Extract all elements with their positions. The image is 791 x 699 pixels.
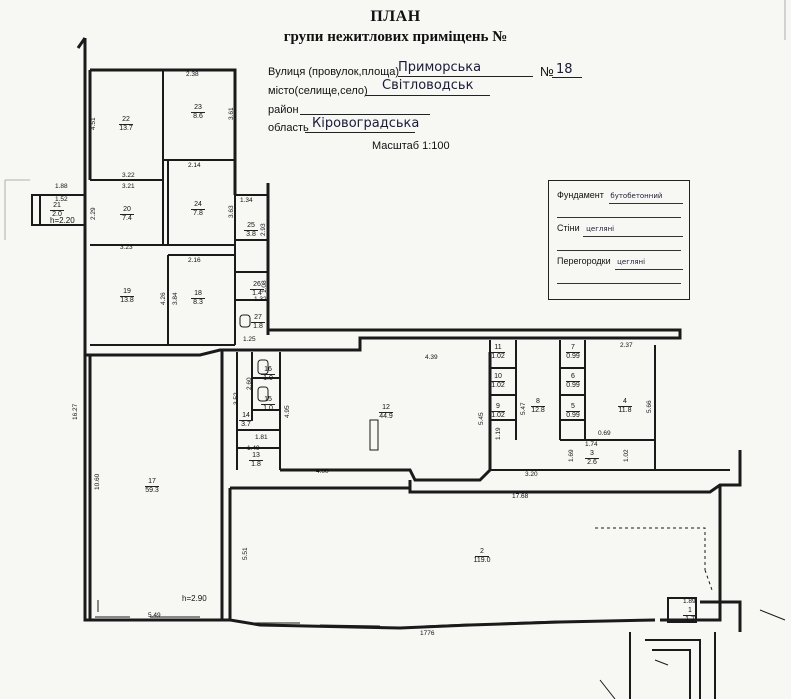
dimension-label: 2.14	[188, 162, 201, 169]
dimension-label: 5.66	[646, 400, 653, 413]
dimension-label: 5.51	[242, 547, 249, 560]
dimension-label: 1.02	[623, 449, 630, 462]
dimension-label: 1.49	[247, 445, 260, 452]
dimension-label: 1.88	[55, 183, 68, 190]
dimension-label: 2.38	[186, 71, 199, 78]
district-label: район	[268, 104, 299, 116]
dimension-label: 1.89	[683, 598, 696, 605]
dimension-label: 10.60	[94, 473, 101, 490]
dimension-label: 0.69	[598, 430, 611, 437]
dimension-label: 3.23	[120, 244, 133, 251]
dimension-label: 3.52	[233, 392, 240, 405]
street-value: Приморська	[398, 60, 482, 75]
partitions-label: Перегородки	[557, 256, 611, 266]
city-value: Світловодськ	[382, 78, 474, 93]
dimension-label: 5.49	[148, 612, 161, 619]
region-label: область	[268, 122, 309, 134]
dimension-label: 3.63	[228, 205, 235, 218]
ceiling-height-annex: h=2.20	[50, 216, 75, 225]
dimension-label: 5.45	[478, 412, 485, 425]
region-value: Кіровоградська	[312, 116, 420, 131]
dimension-label: 3.21	[122, 183, 135, 190]
dimension-label: 1776	[420, 630, 435, 637]
dimension-label: 1.69	[568, 449, 575, 462]
scale-label: Масштаб 1:100	[372, 140, 450, 152]
foundation-label: Фундамент	[557, 190, 604, 200]
street-label: Вулиця (провулок,площа)	[268, 66, 400, 78]
dimension-label: 2.16	[188, 257, 201, 264]
plan-subtitle: групи нежитлових приміщень №	[283, 29, 508, 45]
dimension-label: 16.27	[72, 403, 79, 420]
dimension-label: 4.26	[160, 292, 167, 305]
dimension-label: 4.95	[284, 405, 291, 418]
dimension-label: 1.81	[255, 434, 268, 441]
dimension-label: 4.39	[425, 354, 438, 361]
number-label: №	[540, 64, 554, 79]
dimension-label: 2.60	[246, 377, 253, 390]
dimension-label: 1.32	[254, 296, 267, 303]
materials-legend: Фундамент бутобетонний Стіни цегляні Пер…	[548, 180, 690, 300]
dimension-label: 4.00	[316, 468, 329, 475]
walls-value: цегляні	[586, 225, 615, 233]
dimension-label: 1.19	[495, 427, 502, 440]
dimension-label: 2.93	[260, 223, 267, 236]
dimension-label: 3.61	[228, 107, 235, 120]
plan-title: ПЛАН	[370, 8, 421, 25]
dimension-label: 1.08	[261, 280, 268, 293]
dimension-label: 1.34	[240, 197, 253, 204]
dimension-label: 1.25	[243, 336, 256, 343]
dimension-label: 1.52	[55, 196, 68, 203]
dimension-label: 17.68	[512, 493, 529, 500]
dimension-label: 2.37	[620, 342, 633, 349]
dimension-label: 2.29	[90, 207, 97, 220]
ceiling-height-main: h=2.90	[182, 594, 207, 603]
foundation-value: бутобетонний	[610, 192, 663, 200]
dimension-label: 5.47	[520, 402, 527, 415]
dimension-label: 4.51	[90, 117, 97, 130]
dimension-label: 3.20	[525, 471, 538, 478]
number-value: 18	[556, 62, 573, 77]
dimension-label: 1.74	[585, 441, 598, 448]
walls-label: Стіни	[557, 223, 580, 233]
city-label: місто(селище,село)	[268, 85, 368, 97]
partitions-value: цегляні	[617, 258, 646, 266]
dimension-label: 3.22	[122, 172, 135, 179]
dimension-label: 3.84	[172, 292, 179, 305]
